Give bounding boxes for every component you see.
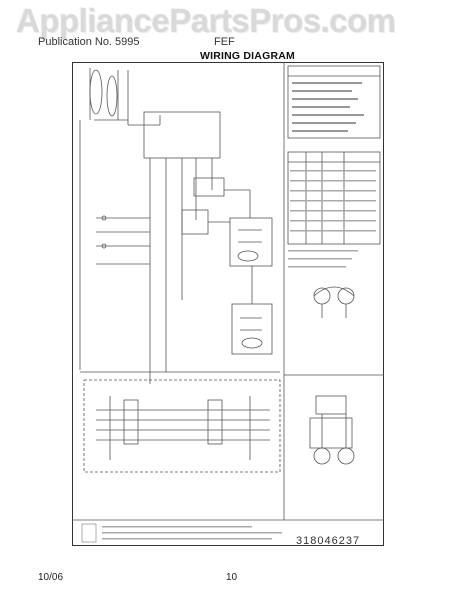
page-number: 10 xyxy=(226,572,238,583)
watermark: AppliancePartsPros.com xyxy=(16,2,396,39)
part-number: 318046237 xyxy=(296,535,361,547)
diagram-fine-print xyxy=(81,82,376,543)
oven-control-box xyxy=(143,111,221,159)
footer-date: 10/06 xyxy=(38,572,64,583)
surface-element-region xyxy=(83,379,281,473)
diagram-frame xyxy=(72,62,384,546)
broil-element-box xyxy=(231,303,273,355)
power-terminal-block xyxy=(89,68,128,121)
model-number: FEF xyxy=(214,36,235,48)
legend-box xyxy=(287,65,381,139)
bake-element-box xyxy=(229,217,273,267)
publication-number: Publication No. 5995 xyxy=(38,36,140,48)
connector-table xyxy=(287,151,381,245)
diagram-title: WIRING DIAGRAM xyxy=(200,50,295,62)
